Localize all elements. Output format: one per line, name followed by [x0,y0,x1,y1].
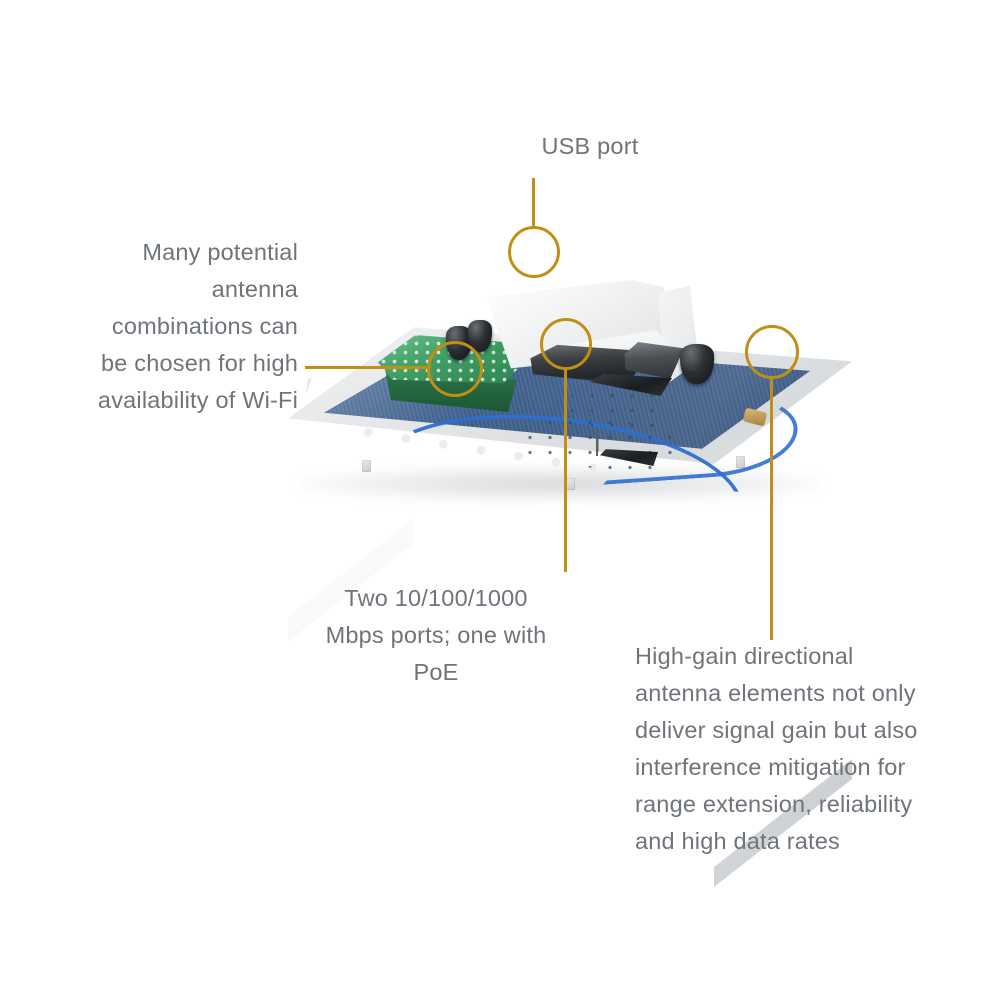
high-gain-antenna-leader-line [770,377,773,640]
antenna-combinations-callout-ring [427,341,483,397]
callout-label-usb-port: USB port [541,133,639,159]
screw-boss-3 [736,456,745,468]
usb-port-leader-line [532,178,535,226]
ethernet-ports-leader-line [564,368,567,572]
callout-label-antenna-combinations: Many potential antenna combinations can … [97,239,298,413]
ethernet-ports-callout-ring [540,318,592,370]
callout-label-high-gain-antenna: High-gain directional antenna elements n… [635,643,918,854]
screw-boss-1 [362,460,371,472]
screw-boss-2 [566,478,575,490]
antenna-combinations-leader-line [305,366,431,369]
callout-label-ethernet-ports: Two 10/100/1000 Mbps ports; one with PoE [325,585,547,685]
high-gain-antenna-callout-ring [745,325,799,379]
access-point-device-image [270,270,870,887]
chassis-front-face [270,907,870,1000]
usb-port-callout-ring [508,226,560,278]
